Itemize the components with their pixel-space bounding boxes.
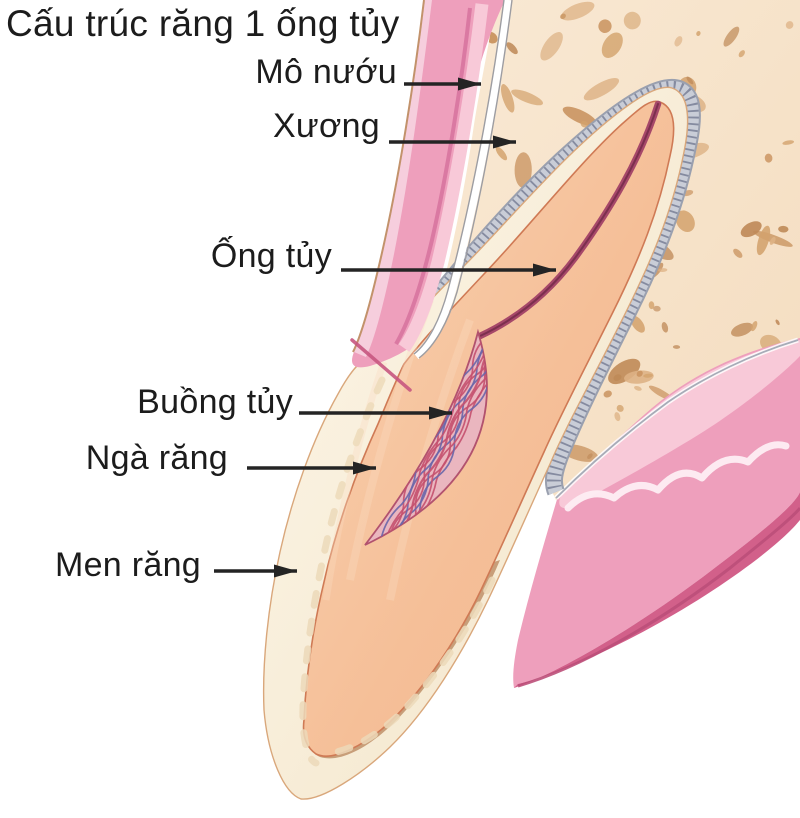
label-pulp-chamber: Buồng tủy bbox=[137, 383, 293, 421]
gum-bone-gap-line-inner bbox=[413, 0, 505, 355]
enamel-scallops bbox=[299, 376, 496, 767]
label-bone: Xương bbox=[272, 107, 380, 145]
annotation-arrows bbox=[214, 77, 556, 578]
gum-left-dark-streak bbox=[394, 7, 472, 346]
gum-bone-gap-line-outer bbox=[418, 0, 513, 359]
gum-right-scallop-highlight bbox=[564, 441, 790, 512]
label-gum: Mô nướu bbox=[255, 53, 397, 91]
gum-left bbox=[350, 0, 513, 392]
label-dentin: Ngà răng bbox=[85, 439, 228, 477]
root-canal bbox=[476, 100, 662, 340]
gum-right-deep-edge bbox=[517, 507, 800, 688]
gum-margin-shadow bbox=[350, 338, 412, 392]
gum-left-light-strip bbox=[398, 3, 489, 352]
dentin-body bbox=[302, 100, 675, 757]
gum-bone-gap-white bbox=[413, 0, 512, 360]
gum-right bbox=[513, 337, 800, 688]
diagram-title: Cấu trúc răng 1 ống tủy bbox=[6, 3, 400, 44]
gum-right-light-band bbox=[559, 340, 800, 509]
gum-right-body bbox=[513, 338, 800, 688]
ligament-band bbox=[385, 80, 699, 495]
root-canal-core bbox=[479, 103, 659, 337]
periodontal-ligament bbox=[383, 78, 701, 496]
label-root-canal: Ống tủy bbox=[210, 237, 332, 275]
socket-liner-gray bbox=[555, 339, 799, 499]
gum-left-outer-line bbox=[352, 0, 425, 353]
label-enamel: Men răng bbox=[54, 546, 201, 584]
gum-left-pale-strip bbox=[354, 0, 432, 357]
